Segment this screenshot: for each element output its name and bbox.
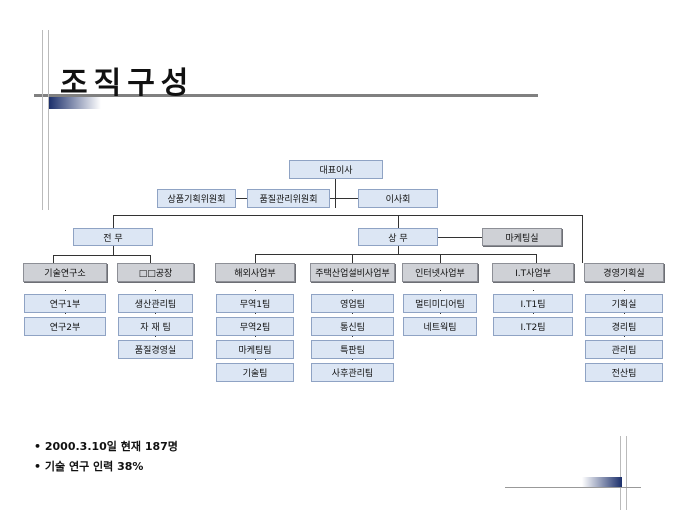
frame-vline-1 [42,30,43,210]
team-box-2-3: 기술팀 [216,363,294,382]
team-box-3-2: 특판팀 [311,340,394,359]
team-stub [155,313,156,314]
title-underline [34,94,538,97]
team-stub [352,290,353,291]
team-stub [352,359,353,360]
team-box-6-1: 경리팀 [585,317,663,336]
connector-line [438,237,482,238]
team-stub [64,313,66,314]
ceo-box: 대표이사 [289,160,383,179]
accent-block-bottom [582,477,622,487]
team-stub [623,359,625,360]
connector-line [53,255,150,256]
team-box-1-2: 품질경영실 [118,340,193,359]
team-stub [623,290,625,291]
division-box-0: 기술연구소 [23,263,107,282]
team-box-6-3: 전산팀 [585,363,663,382]
note-headcount-text: 2000.3.10일 현재 187명 [44,440,178,453]
team-box-4-1: 네트웍팀 [403,317,477,336]
team-box-1-0: 생산관리팀 [118,294,193,313]
connector-line [236,198,247,199]
connector-line [113,246,114,255]
connector-line [255,254,256,263]
division-box-1: □□공장 [117,263,194,282]
frame-vline-3 [620,436,621,510]
team-box-3-3: 사후관리팀 [311,363,394,382]
connector-line [440,254,441,263]
team-stub [623,313,625,314]
team-box-5-1: I.T2팀 [493,317,573,336]
exec-box-md: 상 무 [358,228,438,246]
exec-box-senior-md: 전 무 [73,228,153,246]
team-box-0-0: 연구1부 [24,294,106,313]
connector-line [536,254,537,263]
team-stub [439,313,441,314]
connector-line [398,246,399,254]
team-box-3-1: 통신팀 [311,317,394,336]
frame-vline-4 [626,436,627,510]
page-title: 조직구성 [60,66,195,101]
committee-box-quality: 품질관리위원회 [247,189,330,208]
connector-line [352,254,353,263]
team-box-6-0: 기획실 [585,294,663,313]
team-stub [254,290,256,291]
team-stub [155,290,156,291]
team-stub [352,336,353,337]
division-box-4: 인터넷사업부 [402,263,478,282]
team-stub [352,313,353,314]
team-box-3-0: 영업팀 [311,294,394,313]
team-stub [623,336,625,337]
connector-line [150,255,151,263]
team-stub [254,313,256,314]
note-research-ratio: • 기술 연구 인력 38% [34,460,144,473]
team-box-1-1: 자 재 팀 [118,317,193,336]
team-stub [532,290,534,291]
team-box-2-2: 마케팅팀 [216,340,294,359]
team-box-2-1: 무역2팀 [216,317,294,336]
connector-line [255,254,536,255]
marketing-office-box: 마케팅실 [482,228,562,246]
team-box-6-2: 관리팀 [585,340,663,359]
connector-line [113,215,582,216]
connector-line [53,255,54,263]
team-stub [254,336,256,337]
connector-line [398,215,399,228]
note-headcount: • 2000.3.10일 현재 187명 [34,440,178,453]
division-box-5: I.T사업부 [492,263,574,282]
team-stub [532,313,534,314]
board-box: 이사회 [358,189,438,208]
team-stub [155,336,156,337]
team-stub [439,290,441,291]
team-box-5-0: I.T1팀 [493,294,573,313]
division-box-6: 경영기획실 [584,263,664,282]
team-stub [64,290,66,291]
connector-line [582,215,583,263]
team-box-2-0: 무역1팀 [216,294,294,313]
connector-line [335,179,336,208]
connector-line [113,215,114,228]
accent-block [49,97,101,109]
team-box-4-0: 멀티미디어팀 [403,294,477,313]
frame-hline-bottom [505,487,641,488]
team-stub [254,359,256,360]
division-box-3: 주택산업설비사업부 [310,263,395,282]
frame-vline-2 [48,30,49,210]
division-box-2: 해외사업부 [215,263,295,282]
team-box-0-1: 연구2부 [24,317,106,336]
connector-line [330,198,358,199]
committee-box-product-planning: 상품기획위원회 [157,189,236,208]
note-research-ratio-text: 기술 연구 인력 38% [44,460,144,473]
